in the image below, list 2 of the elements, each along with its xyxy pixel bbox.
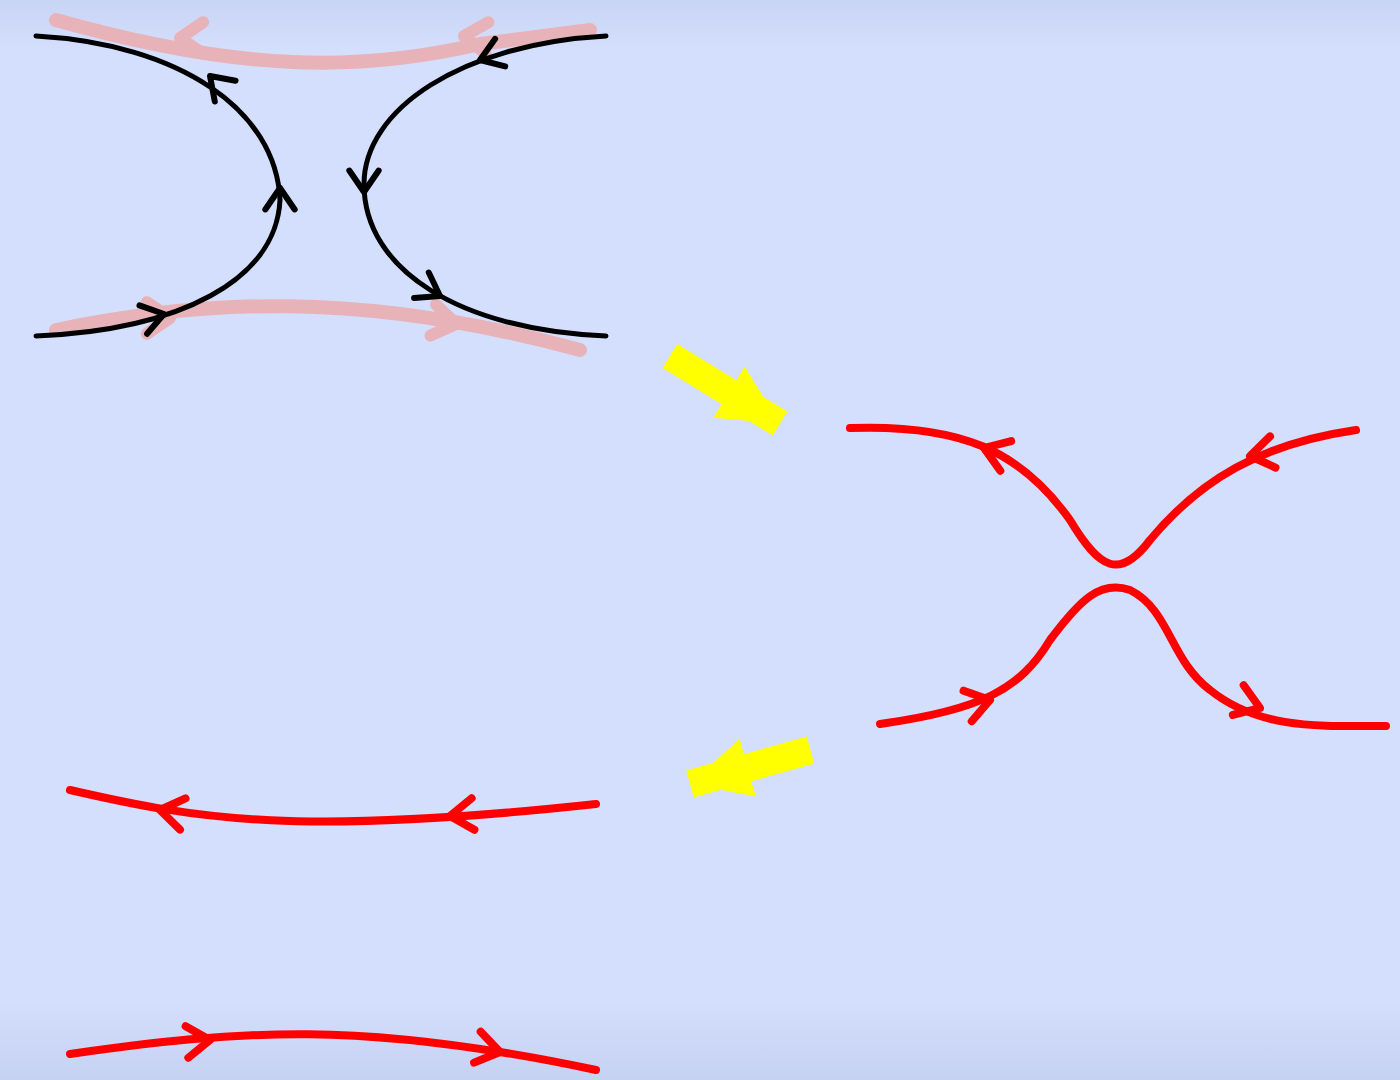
block-arrow <box>662 344 788 436</box>
block-arrow <box>686 736 815 798</box>
